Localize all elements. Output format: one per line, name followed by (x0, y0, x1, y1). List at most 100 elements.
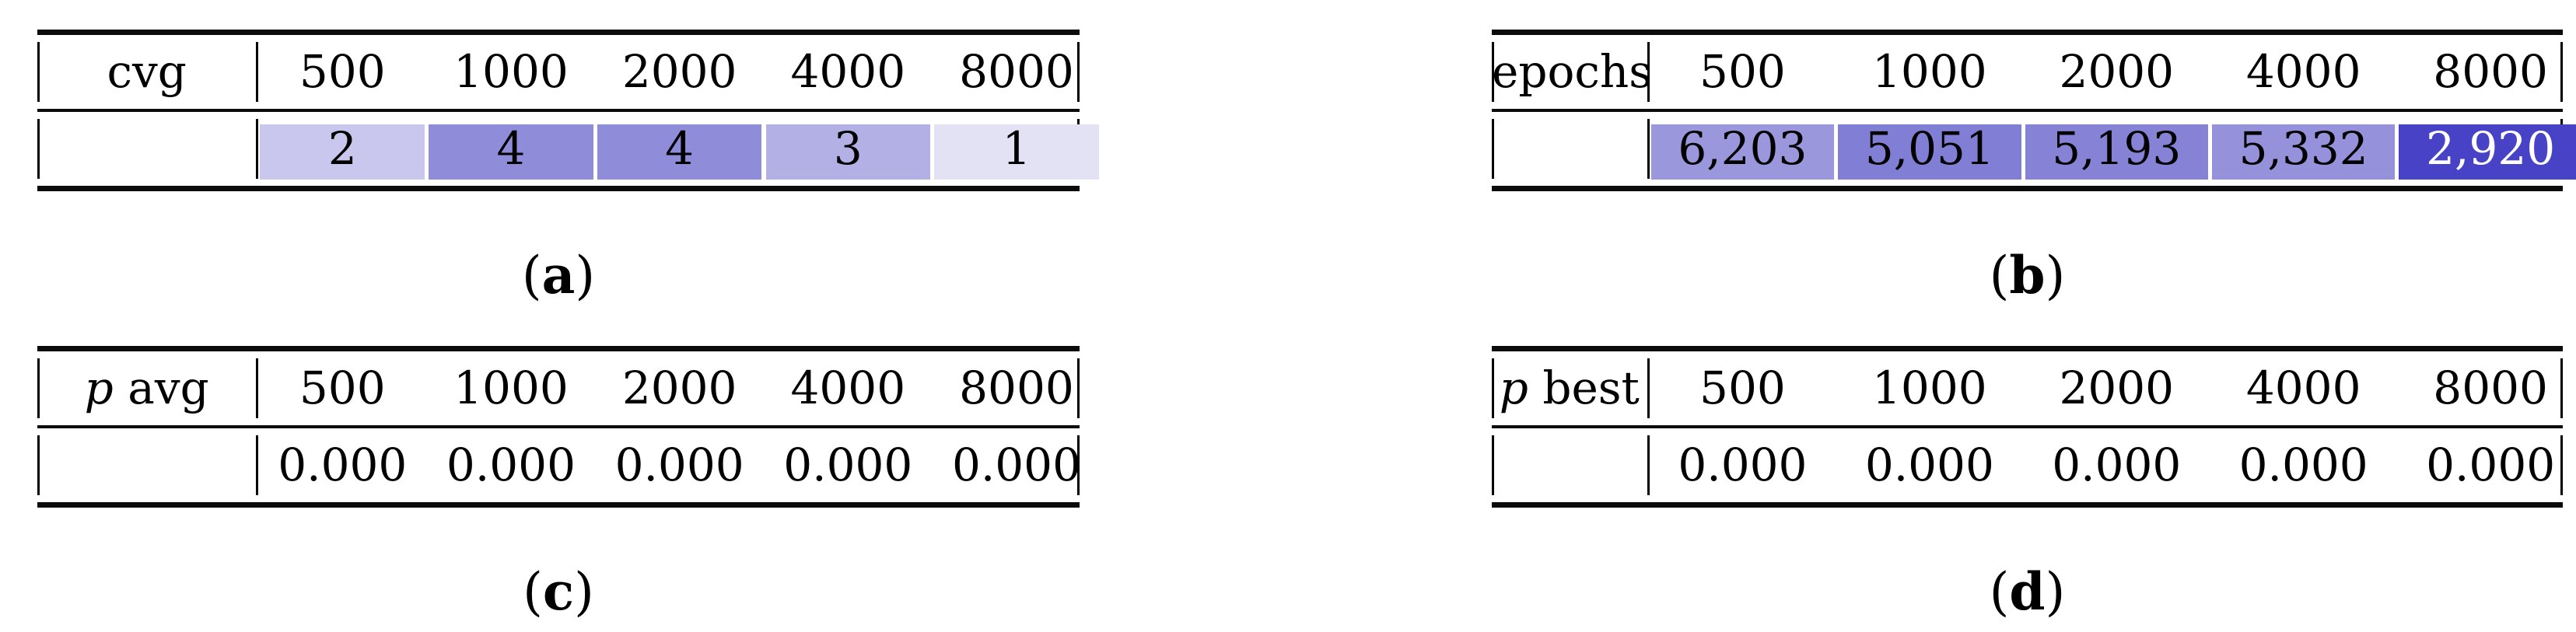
cell-value: 0.000 (278, 438, 408, 491)
vertical-rule (1492, 42, 1494, 102)
mid-rule (1492, 109, 2563, 112)
column-header: 4000 (790, 361, 906, 414)
panel-caption: (b) (1492, 236, 2563, 314)
mid-rule (37, 109, 1080, 112)
caption-paren: ) (2045, 246, 2066, 306)
header-row: p avg 500 1000 2000 4000 8000 (37, 351, 1080, 425)
row-label: p avg (37, 351, 256, 425)
row-label-empty (1492, 112, 1647, 186)
value-cell: 0.000 (429, 428, 593, 502)
vertical-rule (1647, 119, 1650, 179)
cell-value: 4 (496, 122, 526, 175)
column-header: 500 (299, 361, 386, 414)
column-header: 8000 (2433, 45, 2548, 98)
column-header: 1000 (1872, 45, 1987, 98)
value-cell: 5,332 (2212, 112, 2396, 186)
vertical-rule (1077, 435, 1080, 495)
value-cell: 0.000 (2025, 428, 2208, 502)
row-label-text: avg (113, 361, 209, 414)
data-row: 6,203 5,051 5,193 5,332 2,920 (1492, 112, 2576, 186)
vertical-rule (2560, 358, 2563, 418)
cell-value: 0.000 (1864, 438, 1994, 491)
caption-letter: d (2009, 561, 2046, 622)
value-cell: 0.000 (2399, 428, 2576, 502)
value-cell: 1 (934, 112, 1099, 186)
column-header: 8000 (959, 45, 1074, 98)
table-panel-c: p avg 500 1000 2000 4000 8000 0.000 0.00… (37, 346, 1081, 630)
row-label: p best (1492, 351, 1647, 425)
cell-value: 4 (665, 122, 695, 175)
column-header: 500 (1699, 361, 1786, 414)
cell-value: 2,920 (2426, 122, 2556, 175)
cell-value: 1 (1002, 122, 1031, 175)
column-header: 2000 (2059, 361, 2175, 414)
value-cell: 0.000 (597, 428, 762, 502)
column-header: 2000 (621, 361, 737, 414)
vertical-rule (1647, 358, 1650, 418)
column-header: 8000 (2433, 361, 2548, 414)
panel-caption: (d) (1492, 553, 2563, 630)
column-header: 1000 (1872, 361, 1987, 414)
cell-value: 5,051 (1864, 122, 1994, 175)
column-header: 2000 (2059, 45, 2175, 98)
column-header: 2000 (621, 45, 737, 98)
mid-rule (1492, 425, 2563, 428)
vertical-rule (1492, 119, 1494, 179)
panel-caption: (a) (37, 236, 1080, 314)
table-panel-a: cvg 500 1000 2000 4000 8000 2 4 4 3 1 (a… (37, 30, 1099, 314)
top-rule (37, 30, 1080, 35)
bottom-rule (37, 186, 1080, 191)
value-cell: 0.000 (2212, 428, 2395, 502)
data-row: 0.000 0.000 0.000 0.000 0.000 (1492, 428, 2563, 502)
value-cell: 0.000 (766, 428, 931, 502)
heat-fill (765, 124, 931, 180)
row-label-text: epochs (1492, 45, 1652, 98)
data-row: 0.000 0.000 0.000 0.000 0.000 (37, 428, 1081, 502)
heat-fill (934, 124, 1099, 180)
bottom-rule (1492, 186, 2563, 191)
vertical-rule (37, 358, 40, 418)
row-label: cvg (37, 35, 256, 109)
column-header: 1000 (453, 361, 569, 414)
header-row: epochs 500 1000 2000 4000 8000 (1492, 35, 2563, 109)
value-cell: 6,203 (1650, 112, 1835, 186)
table-panel-b: epochs 500 1000 2000 4000 8000 6,203 5,0… (1492, 30, 2576, 314)
cell-value: 0.000 (1678, 438, 1808, 491)
column-header: 500 (1699, 45, 1786, 98)
vertical-rule (37, 119, 40, 179)
row-label-text: cvg (107, 45, 187, 98)
row-label-empty (37, 428, 256, 502)
header-row: cvg 500 1000 2000 4000 8000 (37, 35, 1080, 109)
top-rule (1492, 346, 2563, 351)
caption-paren: ( (1989, 246, 2010, 306)
caption-paren: ( (1989, 562, 2010, 622)
cell-value: 0.000 (446, 438, 576, 491)
column-header: 8000 (959, 361, 1074, 414)
heat-fill (260, 124, 425, 180)
value-cell: 5,193 (2025, 112, 2208, 186)
row-label-text: best (1528, 361, 1640, 414)
vertical-rule (1647, 435, 1650, 495)
column-header: 4000 (2245, 361, 2361, 414)
value-cell: 0.000 (1838, 428, 2021, 502)
cell-value: 6,203 (1678, 122, 1808, 175)
column-header: 4000 (790, 45, 906, 98)
cell-value: 0.000 (614, 438, 744, 491)
value-cell: 0.000 (934, 428, 1099, 502)
value-cell: 5,051 (1838, 112, 2021, 186)
vertical-rule (1492, 358, 1494, 418)
heat-fill (597, 124, 762, 180)
mid-rule (37, 425, 1080, 428)
value-cell: 2,920 (2399, 112, 2576, 186)
vertical-rule (37, 435, 40, 495)
heat-fill (2399, 124, 2576, 180)
cell-value: 2 (327, 122, 357, 175)
vertical-rule (1647, 42, 1650, 102)
table-panel-d: p best 500 1000 2000 4000 8000 0.000 0.0… (1492, 346, 2563, 630)
vertical-rule (1077, 42, 1080, 102)
panel-caption: (c) (37, 553, 1080, 630)
vertical-rule (2560, 42, 2563, 102)
value-cell: 0.000 (1651, 428, 1834, 502)
caption-letter: a (541, 245, 576, 306)
